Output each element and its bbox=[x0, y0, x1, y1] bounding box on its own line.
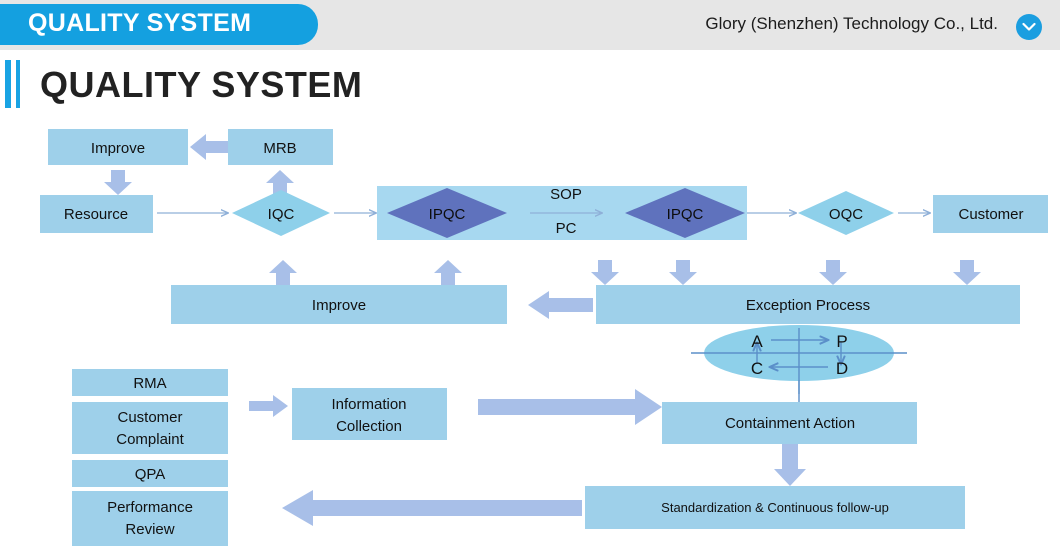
node-exception-process bbox=[596, 285, 1020, 324]
node-performance-review-line2: Review bbox=[125, 521, 174, 538]
pdca-label-plan: P bbox=[836, 332, 847, 351]
header-tab-label: QUALITY SYSTEM bbox=[28, 9, 252, 37]
node-performance-review bbox=[72, 491, 228, 546]
company-name: Glory (Shenzhen) Technology Co., Ltd. bbox=[705, 14, 998, 33]
arrow-improve-up-1 bbox=[269, 260, 297, 285]
node-ipqc-right bbox=[625, 188, 745, 238]
node-containment-action bbox=[662, 402, 917, 444]
node-resource bbox=[40, 195, 153, 233]
arrow-inputs-to-information-collection bbox=[249, 395, 288, 417]
node-qpa-label: QPA bbox=[135, 466, 166, 483]
arrow-oqc-down bbox=[819, 260, 847, 285]
node-improve-top-label: Improve bbox=[91, 140, 145, 157]
pdca-label-do: D bbox=[836, 359, 848, 378]
arrow-information-to-containment bbox=[478, 389, 662, 425]
node-customer-complaint-line1: Customer bbox=[117, 409, 182, 426]
node-customer bbox=[933, 195, 1048, 233]
node-ipqc-right-label: IPQC bbox=[667, 206, 704, 223]
arrow-improve-to-resource bbox=[104, 170, 132, 195]
node-qpa bbox=[72, 460, 228, 487]
title-accent-bars bbox=[5, 60, 23, 108]
node-iqc bbox=[232, 190, 330, 236]
node-mrb bbox=[228, 129, 333, 165]
arrow-standardization-to-performance-review bbox=[282, 490, 582, 526]
node-customer-complaint bbox=[72, 402, 228, 454]
arrow-customer-down bbox=[953, 260, 981, 285]
label-pc: PC bbox=[556, 220, 577, 237]
node-containment-action-label: Containment Action bbox=[725, 415, 855, 432]
node-information-collection bbox=[292, 388, 447, 440]
arrow-exception-down-1 bbox=[591, 260, 619, 285]
node-ipqc-left-label: IPQC bbox=[429, 206, 466, 223]
node-iqc-label: IQC bbox=[268, 206, 295, 223]
quality-system-flowchart: Improve MRB Resource IQC IPQC SOP PC IPQ… bbox=[0, 112, 1060, 546]
arrow-exception-to-improve bbox=[528, 291, 593, 319]
chevron-down-icon[interactable] bbox=[1016, 14, 1042, 40]
node-customer-complaint-line2: Complaint bbox=[116, 431, 184, 448]
label-sop: SOP bbox=[550, 186, 582, 203]
top-header-bar: QUALITY SYSTEM Glory (Shenzhen) Technolo… bbox=[0, 0, 1060, 50]
node-standardization-label: Standardization & Continuous follow-up bbox=[661, 500, 889, 515]
node-resource-label: Resource bbox=[64, 206, 128, 223]
header-tab[interactable] bbox=[0, 4, 318, 45]
node-improve-bottom bbox=[171, 285, 507, 324]
node-information-collection-line1: Information bbox=[331, 396, 406, 413]
node-mrb-label: MRB bbox=[263, 140, 296, 157]
arrow-improve-up-2 bbox=[434, 260, 462, 285]
node-information-collection-line2: Collection bbox=[336, 418, 402, 435]
node-customer-label: Customer bbox=[958, 206, 1023, 223]
pdca-label-check: C bbox=[751, 359, 763, 378]
page-title: QUALITY SYSTEM bbox=[40, 64, 363, 105]
arrow-exception-down-2 bbox=[669, 260, 697, 285]
node-standardization bbox=[585, 486, 965, 529]
node-ipqc-left bbox=[387, 188, 507, 238]
node-rma bbox=[72, 369, 228, 396]
pdca-label-act: A bbox=[751, 332, 763, 351]
node-exception-process-label: Exception Process bbox=[746, 297, 870, 314]
arrow-containment-to-standardization bbox=[774, 444, 806, 486]
arrow-iqc-to-mrb bbox=[266, 170, 294, 195]
node-improve-top bbox=[48, 129, 188, 165]
arrow-mrb-to-improve bbox=[190, 134, 228, 160]
node-improve-bottom-label: Improve bbox=[312, 297, 366, 314]
node-performance-review-line1: Performance bbox=[107, 499, 193, 516]
node-rma-label: RMA bbox=[133, 375, 166, 392]
node-oqc-label: OQC bbox=[829, 206, 863, 223]
node-oqc bbox=[798, 191, 894, 235]
